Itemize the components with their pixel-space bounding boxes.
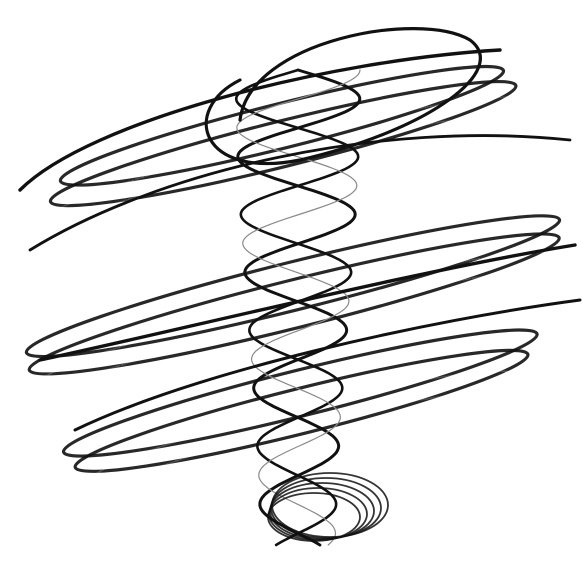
bottom-coil-loop xyxy=(269,488,367,540)
shell-coil-bold xyxy=(21,196,566,375)
shell-coil-bold xyxy=(70,333,534,489)
shell-coil xyxy=(19,178,564,358)
bottom-coil-loop xyxy=(271,478,381,538)
shell-coil xyxy=(20,144,559,322)
sphere-shell-coils xyxy=(19,0,566,559)
shell-coil xyxy=(212,478,406,558)
shell-coil-bold xyxy=(45,64,521,224)
